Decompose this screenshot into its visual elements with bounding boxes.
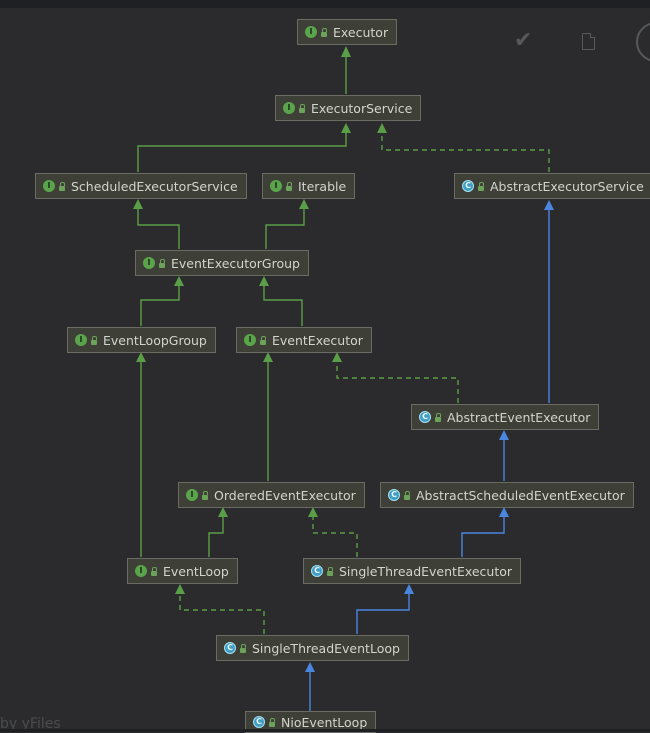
public-visibility-icon — [299, 103, 305, 113]
edge-singlethreadloop-singlethreadexecutor — [356, 588, 410, 634]
arrowhead-abstractexecutorservice — [544, 200, 554, 210]
arrowhead-abstractscheduled — [499, 507, 509, 517]
public-visibility-icon — [202, 490, 208, 500]
node-label: AbstractScheduledEventExecutor — [416, 487, 625, 503]
node-single-thread-event-executor[interactable]: C SingleThreadEventExecutor — [303, 558, 522, 584]
node-executor[interactable]: I Executor — [297, 19, 398, 45]
top-bar — [0, 0, 650, 8]
public-visibility-icon — [269, 717, 275, 727]
node-label: AbstractExecutorService — [490, 178, 644, 194]
watermark-text: by yFiles — [0, 716, 61, 732]
node-abstract-executor-service[interactable]: C AbstractExecutorService — [454, 173, 650, 199]
node-label: EventLoop — [163, 563, 229, 579]
arrowhead-group-2 — [259, 276, 269, 286]
node-scheduled-executor-service[interactable]: I ScheduledExecutorService — [35, 173, 247, 199]
node-label: EventLoopGroup — [103, 332, 207, 348]
public-visibility-icon — [327, 566, 333, 576]
node-label: OrderedEventExecutor — [214, 487, 356, 503]
node-event-loop-group[interactable]: I EventLoopGroup — [67, 327, 216, 353]
public-visibility-icon — [240, 643, 246, 653]
public-visibility-icon — [321, 27, 327, 37]
node-event-executor[interactable]: I EventExecutor — [236, 327, 372, 353]
node-abstract-event-executor[interactable]: C AbstractEventExecutor — [411, 404, 600, 430]
node-abstract-scheduled-event-executor[interactable]: C AbstractScheduledEventExecutor — [380, 482, 634, 508]
check-icon[interactable]: ✔ — [514, 28, 533, 53]
node-label: Executor — [333, 24, 389, 40]
public-visibility-icon — [404, 490, 410, 500]
arrowhead-singlethreadexecutor — [404, 584, 414, 594]
edge-group-iterable — [265, 203, 305, 249]
edge-scheduled-executorservice — [137, 127, 347, 172]
arrowhead-scheduled — [133, 199, 143, 209]
arrowhead-eventexecutor-2 — [332, 352, 342, 362]
node-label: ScheduledExecutorService — [71, 178, 238, 194]
class-icon: C — [253, 716, 265, 728]
edge-singlethreadexecutor-abstractscheduled — [461, 511, 505, 557]
node-label: NioEventLoop — [281, 714, 368, 730]
arrowhead-iterable — [299, 199, 309, 209]
class-icon: C — [388, 489, 400, 501]
edge-group-scheduled — [137, 203, 180, 249]
public-visibility-icon — [59, 181, 65, 191]
interface-icon: I — [186, 489, 198, 501]
arrowhead-executor — [341, 46, 351, 57]
node-single-thread-event-loop[interactable]: C SingleThreadEventLoop — [216, 635, 409, 661]
node-event-loop[interactable]: I EventLoop — [127, 558, 238, 584]
public-visibility-icon — [435, 412, 441, 422]
arrowhead-eventloop — [175, 584, 185, 594]
public-visibility-icon — [159, 258, 165, 268]
arrowhead-ordered — [218, 507, 228, 517]
arrowhead-eventexecutor — [263, 352, 273, 362]
interface-icon: I — [283, 102, 295, 114]
edge-eventloop-ordered — [208, 511, 224, 557]
class-icon: C — [462, 180, 474, 192]
arrowhead-abstracteventexecutor — [499, 430, 509, 440]
edge-executor-group — [263, 280, 303, 326]
arrowhead-group-1 — [174, 276, 184, 286]
interface-icon: I — [75, 334, 87, 346]
node-label: ExecutorService — [311, 100, 413, 116]
interface-icon: I — [305, 26, 317, 38]
node-label: EventExecutorGroup — [171, 255, 300, 271]
class-icon: C — [311, 565, 323, 577]
arrowhead-singlethreadloop — [305, 662, 315, 672]
node-executor-service[interactable]: I ExecutorService — [275, 95, 422, 121]
interface-icon: I — [43, 180, 55, 192]
document-icon[interactable] — [582, 33, 595, 50]
node-label: EventExecutor — [272, 332, 363, 348]
arrowhead-ordered-2 — [308, 507, 318, 517]
class-icon: C — [224, 642, 236, 654]
node-ordered-event-executor[interactable]: I OrderedEventExecutor — [178, 482, 365, 508]
arrowhead-executorservice-1 — [341, 123, 351, 133]
node-label: SingleThreadEventExecutor — [339, 563, 513, 579]
edge-loopgroup-group — [140, 280, 180, 326]
public-visibility-icon — [151, 566, 157, 576]
node-label: SingleThreadEventLoop — [252, 640, 400, 656]
arrowhead-loopgroup — [136, 352, 146, 362]
edge-abstractexecutorservice-executorservice — [381, 127, 550, 172]
bottom-bar — [0, 729, 650, 732]
node-label: Iterable — [298, 178, 347, 194]
interface-icon: I — [135, 565, 147, 577]
public-visibility-icon — [260, 335, 266, 345]
interface-icon: I — [143, 257, 155, 269]
arrowhead-executorservice-2 — [377, 123, 387, 133]
public-visibility-icon — [286, 181, 292, 191]
class-icon: C — [419, 411, 431, 423]
public-visibility-icon — [91, 335, 97, 345]
interface-icon: I — [270, 180, 282, 192]
edge-singlethreadloop-eventloop — [179, 588, 265, 634]
node-label: AbstractEventExecutor — [447, 409, 591, 425]
edge-singlethreadexecutor-ordered — [312, 511, 358, 557]
node-event-executor-group[interactable]: I EventExecutorGroup — [135, 250, 309, 276]
node-iterable[interactable]: I Iterable — [262, 173, 356, 199]
public-visibility-icon — [478, 181, 484, 191]
edge-abstracteventexecutor-eventexecutor — [336, 356, 459, 403]
interface-icon: I — [244, 334, 256, 346]
